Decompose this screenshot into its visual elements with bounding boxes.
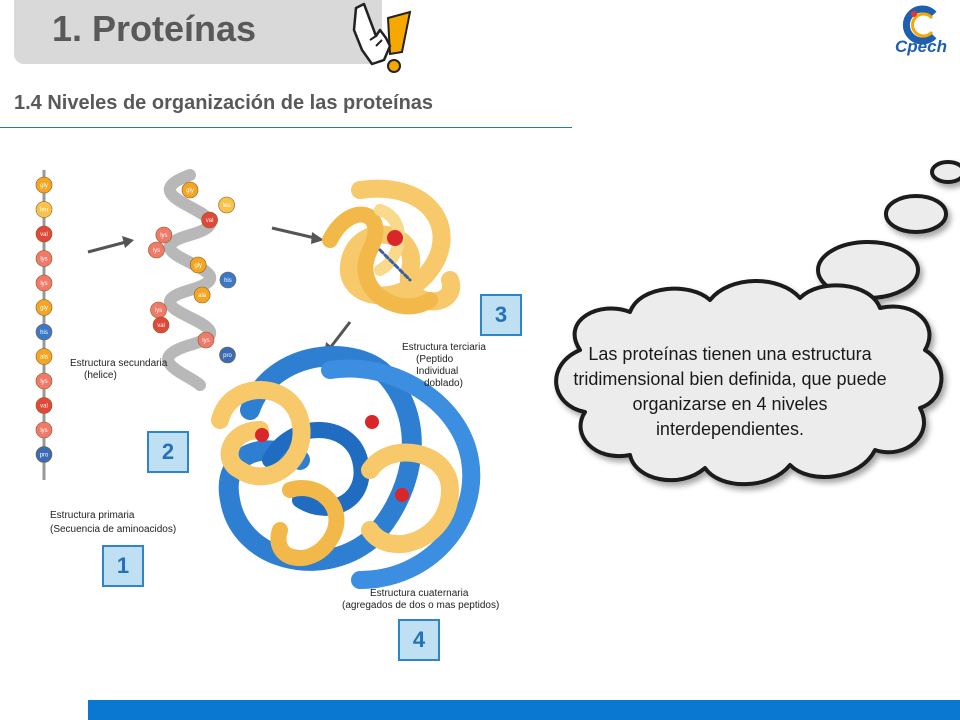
level-number-2: 2 bbox=[147, 431, 189, 473]
subtitle-divider bbox=[0, 127, 572, 128]
primary-label-1: Estructura primaria bbox=[50, 510, 135, 521]
arrow-2 bbox=[271, 226, 324, 244]
cpech-logo: Cpech bbox=[888, 4, 954, 64]
quaternary-label-1: Estructura cuaternaria bbox=[370, 588, 469, 599]
primary-bead-10: lys bbox=[35, 421, 53, 439]
primary-bead-label-3: lys bbox=[40, 257, 47, 263]
secondary-label-1: Estructura secundaria bbox=[70, 358, 168, 369]
helix-bead-label-3: lys bbox=[160, 233, 167, 239]
primary-bead-label-1: leu bbox=[40, 208, 48, 214]
cpech-logo-mark bbox=[902, 5, 937, 45]
title-banner: 1. Proteínas bbox=[14, 0, 382, 64]
primary-bead-0: gly bbox=[35, 176, 53, 194]
helix-bead-label-9: val bbox=[157, 323, 165, 329]
helix-bead-10: lys bbox=[197, 331, 215, 349]
quaternary-structure bbox=[211, 346, 481, 589]
primary-bead-label-8: lys bbox=[40, 379, 47, 385]
primary-bead-label-2: val bbox=[40, 232, 48, 238]
helix-bead-9: val bbox=[152, 316, 170, 334]
thought-bubble-medium bbox=[884, 194, 948, 234]
helix-bead-label-7: ala bbox=[198, 293, 207, 299]
helix-bead-label-0: gly bbox=[186, 188, 194, 194]
level-number-1: 1 bbox=[102, 545, 144, 587]
primary-bead-label-10: lys bbox=[40, 428, 47, 434]
primary-bead-label-5: gly bbox=[40, 306, 48, 312]
tertiary-label-2: (Peptido bbox=[416, 354, 454, 365]
primary-bead-6: his bbox=[35, 323, 53, 341]
tertiary-label-3: Individual bbox=[416, 366, 458, 377]
primary-bead-8: lys bbox=[35, 372, 53, 390]
primary-bead-label-6: his bbox=[40, 330, 48, 336]
thought-bubble-small bbox=[930, 160, 960, 184]
helix-bead-label-2: val bbox=[206, 218, 214, 224]
tertiary-label-4: doblado) bbox=[424, 378, 463, 389]
primary-bead-label-0: gly bbox=[40, 183, 48, 189]
tertiary-structure bbox=[322, 179, 461, 315]
section-subtitle: 1.4 Niveles de organización de las prote… bbox=[14, 92, 434, 114]
secondary-label-2: (helice) bbox=[84, 370, 117, 381]
primary-bead-7: ala bbox=[35, 348, 53, 365]
hand-exclamation-icon bbox=[352, 2, 412, 73]
helix-bead-label-8: lys bbox=[155, 308, 162, 314]
helix-bead-label-4: lys bbox=[153, 248, 160, 254]
footer-bar bbox=[88, 700, 960, 720]
primary-bead-label-9: val bbox=[40, 404, 48, 410]
cloud-body bbox=[554, 279, 944, 487]
quaternary-label-2: (agregados de dos o mas peptidos) bbox=[342, 600, 499, 611]
primary-bead-5: gly bbox=[35, 299, 53, 316]
helix-bead-5: gly bbox=[189, 256, 207, 274]
primary-bead-label-7: ala bbox=[40, 355, 49, 361]
page-title: 1. Proteínas bbox=[52, 8, 257, 49]
helix-bead-4: lys bbox=[148, 241, 165, 259]
primary-label-2: (Secuencia de aminoacidos) bbox=[50, 524, 176, 535]
helix-bead-label-10: lys bbox=[202, 338, 209, 344]
primary-bead-label-11: pro bbox=[40, 453, 49, 459]
arrow-1 bbox=[87, 236, 134, 254]
helix-bead-6: his bbox=[219, 271, 237, 289]
helix-bead-label-11: pro bbox=[223, 353, 232, 359]
cloud-text: Las proteínas tienen una estructura trid… bbox=[573, 344, 887, 439]
helix-bead-1: leu bbox=[218, 196, 235, 214]
primary-bead-4: lys bbox=[35, 274, 53, 292]
logo-text: Cpech bbox=[895, 37, 947, 56]
helix-beads: gly leu val lys lys gly his ala lys val lys pro bbox=[148, 181, 237, 364]
tertiary-label-1: Estructura terciaria bbox=[402, 342, 486, 353]
helix-bead-label-6: his bbox=[224, 278, 232, 284]
primary-bead-3: lys bbox=[35, 250, 53, 267]
helix-bead-11: pro bbox=[219, 346, 236, 364]
primary-bead-9: val bbox=[35, 397, 53, 414]
helix-bead-7: ala bbox=[193, 286, 211, 304]
helix-bead-3: lys bbox=[155, 226, 173, 244]
helix-bead-label-1: leu bbox=[223, 203, 231, 209]
primary-bead-11: pro bbox=[35, 446, 53, 463]
primary-bead-label-4: lys bbox=[40, 281, 47, 287]
level-number-4: 4 bbox=[398, 619, 440, 661]
primary-bead-2: val bbox=[35, 225, 53, 243]
primary-beads: gly leu val lys lys gly his ala lys val lys pro bbox=[35, 176, 53, 463]
primary-bead-1: leu bbox=[35, 201, 53, 218]
helix-bead-2: val bbox=[201, 211, 218, 229]
thought-cloud bbox=[554, 160, 960, 487]
helix-bead-0: gly bbox=[181, 181, 199, 199]
protein-structure-figure: gly leu val lys lys gly his ala lys val lys pro gly… bbox=[35, 169, 499, 611]
helix-bead-8: lys bbox=[150, 301, 167, 319]
helix-bead-label-5: gly bbox=[194, 263, 202, 269]
secondary-helix bbox=[162, 169, 217, 391]
level-number-3: 3 bbox=[480, 294, 522, 336]
